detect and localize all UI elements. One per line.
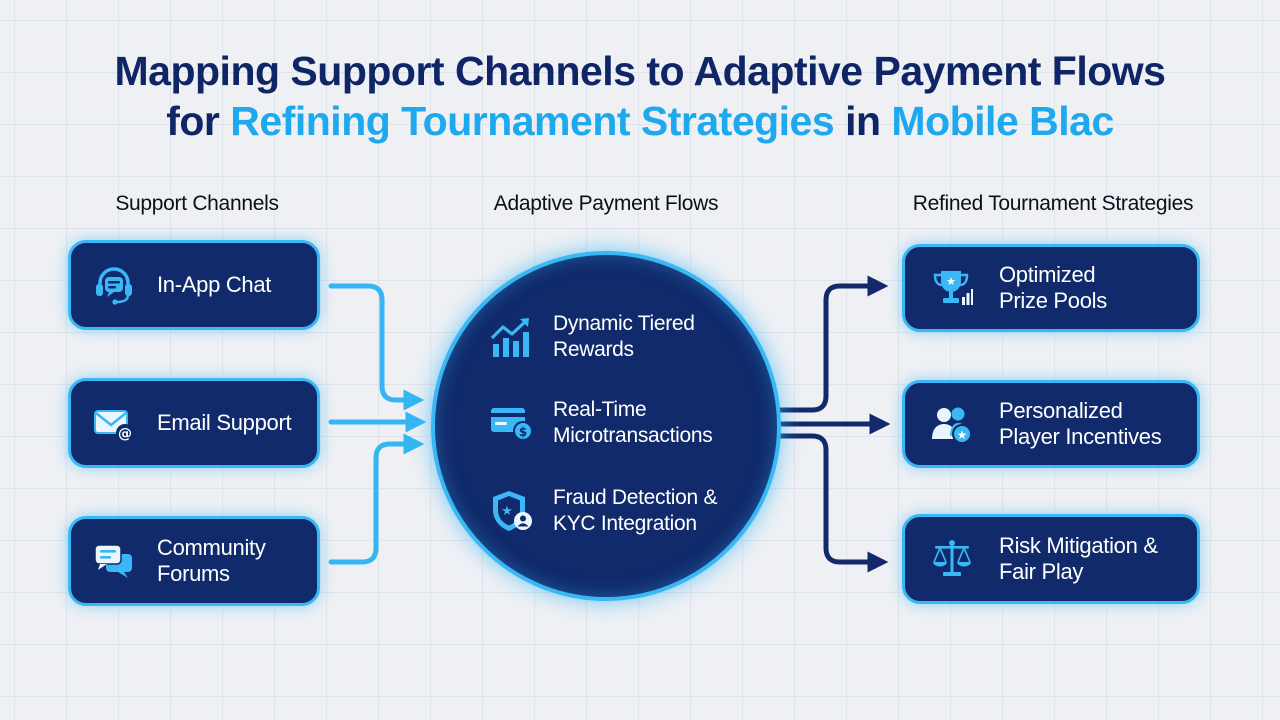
title-mid: in	[845, 98, 881, 144]
connector-forums-to-hub	[328, 433, 425, 565]
envelope-at-icon: @	[94, 410, 134, 442]
title-prefix: for	[166, 98, 220, 144]
payment-flow-microtransactions[interactable]: $ Real-Time Microtransactions	[489, 397, 753, 449]
column-heading-support: Support Channels	[115, 192, 279, 215]
payment-flow-dynamic-rewards[interactable]: Dynamic Tiered Rewards	[489, 311, 723, 363]
strategy-node-label: Personalized Player Incentives	[999, 398, 1162, 449]
diagram-title: Mapping Support Channels to Adaptive Pay…	[0, 46, 1280, 146]
title-line-1: Mapping Support Channels to Adaptive Pay…	[114, 48, 1166, 94]
svg-text:★: ★	[957, 428, 968, 442]
trending-bars-icon	[490, 318, 529, 357]
headset-chat-icon	[96, 267, 132, 305]
strategy-node-label: Risk Mitigation & Fair Play	[999, 533, 1158, 584]
trophy-icon: ★	[933, 271, 973, 305]
payment-flow-fraud-kyc[interactable]: ★ Fraud Detection & KYC Integration	[489, 485, 753, 537]
strategy-node-label: Optimized Prize Pools	[999, 262, 1107, 313]
title-highlight-strategies: Refining Tournament Strategies	[230, 98, 835, 144]
support-node-label: Community Forums	[157, 535, 266, 586]
title-highlight-blackjack: Mobile Blac	[891, 98, 1114, 144]
card-coin-icon: $	[491, 408, 533, 441]
column-heading-payment: Adaptive Payment Flows	[493, 192, 719, 215]
support-node-email[interactable]: @ Email Support	[68, 378, 320, 468]
connector-hub-to-risk	[778, 433, 889, 573]
balance-scale-icon	[933, 540, 971, 576]
forum-bubbles-icon	[94, 544, 132, 578]
strategy-node-player-incentives[interactable]: ★ Personalized Player Incentives	[902, 380, 1200, 468]
support-node-community-forums[interactable]: Community Forums	[68, 516, 320, 606]
shield-user-icon: ★	[493, 491, 532, 531]
connector-hub-to-prize	[778, 275, 889, 413]
svg-text:$: $	[519, 425, 527, 439]
column-heading-strategies: Refined Tournament Strategies	[912, 192, 1194, 215]
strategy-node-prize-pools[interactable]: ★ Optimized Prize Pools	[902, 244, 1200, 332]
players-star-icon: ★	[932, 407, 972, 444]
strategy-node-risk-mitigation[interactable]: Risk Mitigation & Fair Play	[902, 514, 1200, 604]
payment-flows-hub: Dynamic Tiered Rewards $ Real-Time Micro…	[431, 251, 781, 601]
svg-text:@: @	[118, 426, 132, 442]
svg-text:★: ★	[946, 275, 956, 288]
support-node-label: Email Support	[157, 410, 292, 435]
payment-flow-label: Real-Time Microtransactions	[553, 398, 713, 447]
support-node-in-app-chat[interactable]: In-App Chat	[68, 240, 320, 330]
payment-flow-label: Fraud Detection & KYC Integration	[553, 486, 718, 535]
svg-text:★: ★	[501, 504, 513, 519]
payment-flow-label: Dynamic Tiered Rewards	[553, 312, 695, 361]
connector-chat-to-hub	[328, 283, 425, 411]
support-node-label: In-App Chat	[157, 272, 272, 297]
title-line-2: for Refining Tournament Strategies in Mo…	[0, 96, 1280, 146]
